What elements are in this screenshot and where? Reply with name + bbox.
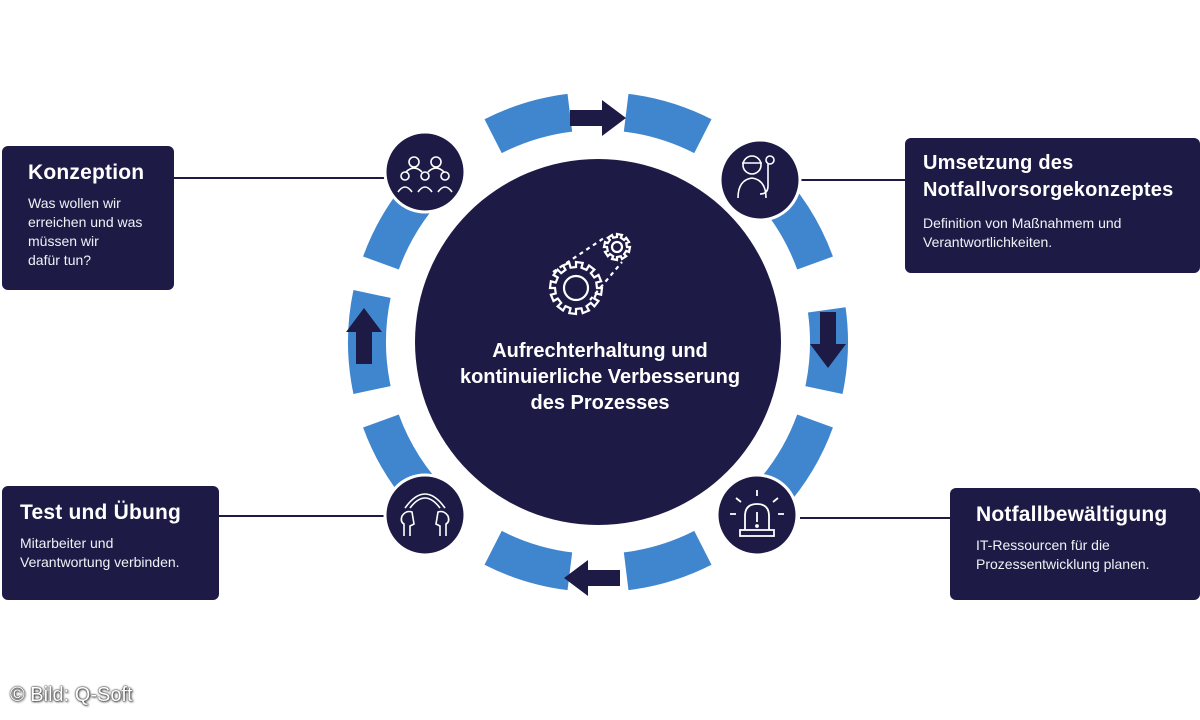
phase-description-notfallbewaeltigung: IT-Ressourcen für die Prozessentwicklung… — [976, 537, 1150, 572]
arrow-icon — [346, 308, 382, 364]
phase-node-konzeption — [383, 130, 467, 214]
arrow-icon — [564, 560, 620, 596]
minds-connected-icon — [400, 493, 450, 536]
arrow-icon — [810, 312, 846, 368]
center-statement: Aufrechterhaltung und kontinuierliche Ve… — [459, 340, 741, 414]
alarm-light-icon — [730, 490, 784, 537]
phase-box-notfallbewaeltigung: Notfallbewältigung IT-Ressourcen für die… — [950, 488, 1200, 600]
ring-segment — [623, 530, 712, 591]
phase-description-test-und-uebung: Mitarbeiter und Verantwortung verbinden. — [20, 535, 180, 570]
phase-title-notfallbewaeltigung: Notfallbewältigung — [976, 503, 1168, 526]
gears-icon — [548, 232, 632, 316]
phase-node-umsetzung — [718, 138, 802, 222]
ring-segment — [484, 530, 573, 591]
phase-box-konzeption: Konzeption Was wollen wir erreichen und … — [2, 146, 174, 290]
phase-box-test-und-uebung: Test und Übung Mitarbeiter und Verantwor… — [2, 486, 219, 600]
phase-description-umsetzung: Definition von Maßnahmem und Verantwortl… — [923, 215, 1122, 250]
phase-description-konzeption: Was wollen wir erreichen und was müssen … — [28, 195, 143, 268]
arrow-icon — [570, 100, 626, 136]
phase-box-umsetzung: Umsetzung des Notfallvorsorgekonzeptes D… — [905, 138, 1200, 273]
phase-node-test — [383, 473, 467, 557]
phase-title-konzeption: Konzeption — [28, 161, 145, 184]
team-icon — [397, 156, 453, 193]
ring-segment — [484, 93, 573, 154]
ring-segment — [623, 93, 712, 154]
center-circle — [415, 159, 781, 525]
phase-title-umsetzung: Umsetzung des Notfallvorsorgekonzeptes — [923, 152, 1174, 201]
phase-title-test-und-uebung: Test und Übung — [20, 501, 182, 524]
image-credit: © Bild: Q-Soft — [10, 684, 133, 706]
connector-lines — [174, 177, 950, 519]
worker-icon — [737, 155, 775, 199]
phase-node-notfall — [715, 473, 799, 557]
cycle-arrows — [346, 100, 846, 596]
